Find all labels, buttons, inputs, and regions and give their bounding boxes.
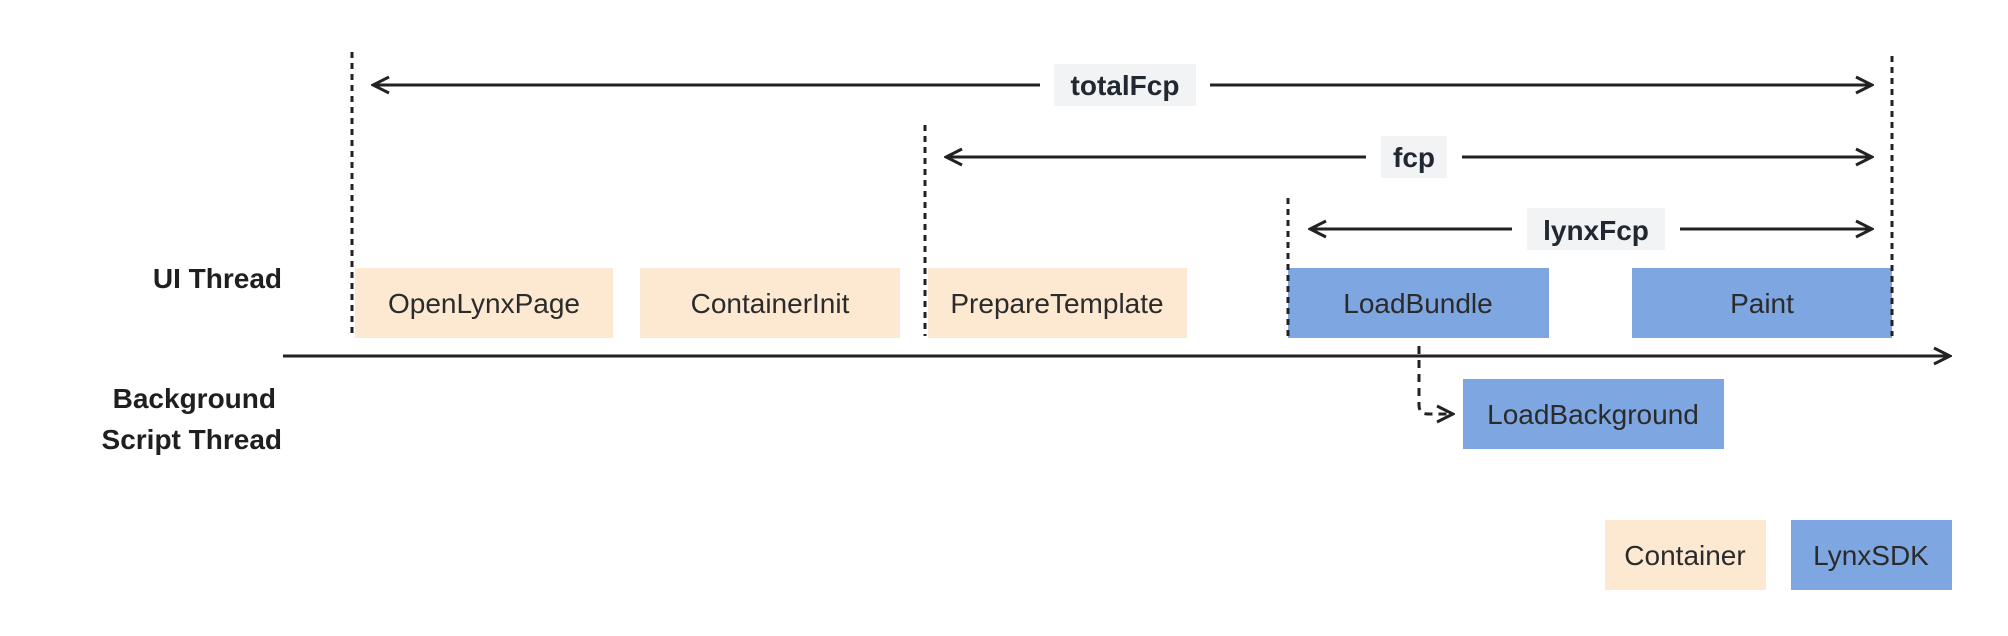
legend-container-label: Container (1624, 540, 1745, 571)
lynx-fcp-label-bg (1527, 208, 1665, 250)
container-init-label: ContainerInit (691, 288, 850, 319)
open-lynx-page-box (355, 268, 613, 338)
ui-thread-label: UI Thread (153, 263, 282, 294)
prepare-template-label: PrepareTemplate (950, 288, 1163, 319)
paint-box (1632, 268, 1892, 338)
background-thread-label-line2: Script Thread (102, 424, 282, 455)
legend-lynxsdk-label: LynxSDK (1813, 540, 1929, 571)
load-bundle-label: LoadBundle (1343, 288, 1492, 319)
load-bundle-box (1288, 268, 1549, 338)
fcp-label-bg (1381, 136, 1447, 178)
total-fcp-label-bg (1054, 64, 1196, 106)
load-background-label: LoadBackground (1487, 399, 1699, 430)
legend-container-swatch (1605, 520, 1766, 590)
fcp-label: fcp (1393, 142, 1435, 173)
load-background-connector (1417, 346, 1453, 414)
total-fcp-label: totalFcp (1071, 70, 1180, 101)
container-init-box (640, 268, 900, 338)
open-lynx-page-label: OpenLynxPage (388, 288, 580, 319)
background-thread-label-line1: Background (113, 383, 276, 414)
lynx-fcp-label: lynxFcp (1543, 215, 1649, 246)
load-background-box (1463, 379, 1724, 449)
paint-label: Paint (1730, 288, 1794, 319)
legend-lynxsdk-swatch (1791, 520, 1952, 590)
prepare-template-box (928, 268, 1187, 338)
